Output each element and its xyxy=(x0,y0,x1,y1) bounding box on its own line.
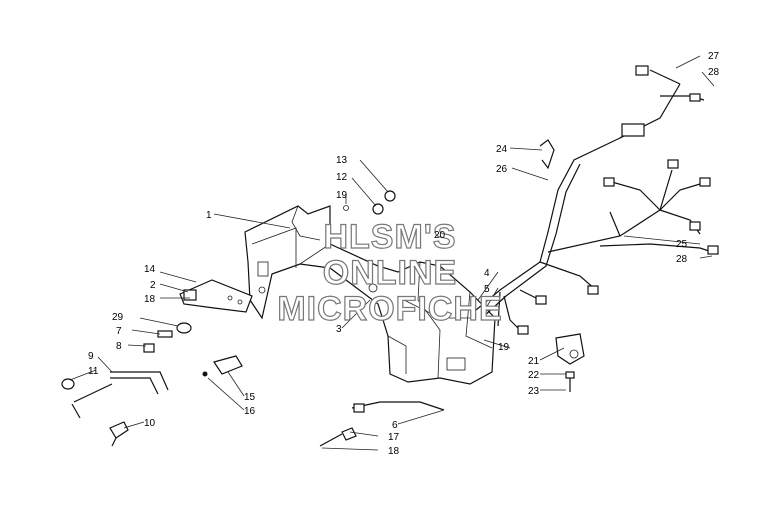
callout-20: 20 xyxy=(434,230,446,241)
choke-cable xyxy=(61,371,169,419)
callout-28-top: 28 xyxy=(708,67,720,78)
callout-29: 29 xyxy=(112,312,124,323)
watermark-line-1: HLSM'S xyxy=(323,218,456,256)
callout-21: 21 xyxy=(528,356,540,367)
callout-19-right: 19 xyxy=(498,342,510,353)
watermark: HLSM'S ONLINE MICROFICHE xyxy=(277,217,503,328)
callout-18-bottom: 18 xyxy=(388,446,400,457)
callout-24: 24 xyxy=(496,144,508,155)
callout-18-left: 18 xyxy=(144,294,156,305)
cable-hook-24 xyxy=(539,139,555,170)
switch-2 xyxy=(183,289,197,301)
callout-25: 25 xyxy=(676,239,688,250)
callout-8: 8 xyxy=(116,341,122,352)
callout-10: 10 xyxy=(144,418,156,429)
watermark-line-3: MICROFICHE xyxy=(277,290,502,328)
callout-19-top: 19 xyxy=(336,190,348,201)
relay-bracket-21 xyxy=(555,333,585,365)
wiring-harness xyxy=(475,65,719,335)
callout-4: 4 xyxy=(484,268,490,279)
callout-7: 7 xyxy=(116,326,122,337)
console-bracket xyxy=(244,205,496,385)
cable-6 xyxy=(351,401,445,413)
callout-15: 15 xyxy=(244,392,256,403)
watermark-line-2: ONLINE xyxy=(323,254,457,292)
screw-23 xyxy=(565,371,575,392)
callout-23: 23 xyxy=(528,386,540,397)
fastener-13 xyxy=(384,190,396,202)
callout-17: 17 xyxy=(388,432,400,443)
terminal-17 xyxy=(319,427,357,447)
callout-16: 16 xyxy=(244,406,256,417)
grommet-29 xyxy=(176,322,192,334)
callout-28-bottom: 28 xyxy=(676,254,688,265)
callout-3: 3 xyxy=(336,324,342,335)
mounting-plate xyxy=(179,279,253,313)
callout-5: 5 xyxy=(484,284,490,295)
callout-labels: 1 2 3 4 5 6 7 8 9 10 11 12 13 14 15 16 1… xyxy=(88,51,720,457)
callout-14: 14 xyxy=(144,264,156,275)
callout-26: 26 xyxy=(496,164,508,175)
callout-13: 13 xyxy=(336,155,348,166)
callout-11: 11 xyxy=(88,366,99,377)
nut-8 xyxy=(143,343,155,353)
fastener-12 xyxy=(372,203,384,215)
callout-1: 1 xyxy=(206,210,212,221)
callout-2: 2 xyxy=(150,280,156,291)
leader-lines xyxy=(69,55,715,451)
callout-12: 12 xyxy=(336,172,348,183)
callout-27: 27 xyxy=(708,51,720,62)
callout-9: 9 xyxy=(88,351,94,362)
knob-10 xyxy=(109,421,129,447)
screw-7 xyxy=(157,330,173,338)
clip-15 xyxy=(202,355,243,377)
callout-22: 22 xyxy=(528,370,540,381)
callout-6: 6 xyxy=(392,420,398,431)
fastener-19-top xyxy=(343,205,349,211)
